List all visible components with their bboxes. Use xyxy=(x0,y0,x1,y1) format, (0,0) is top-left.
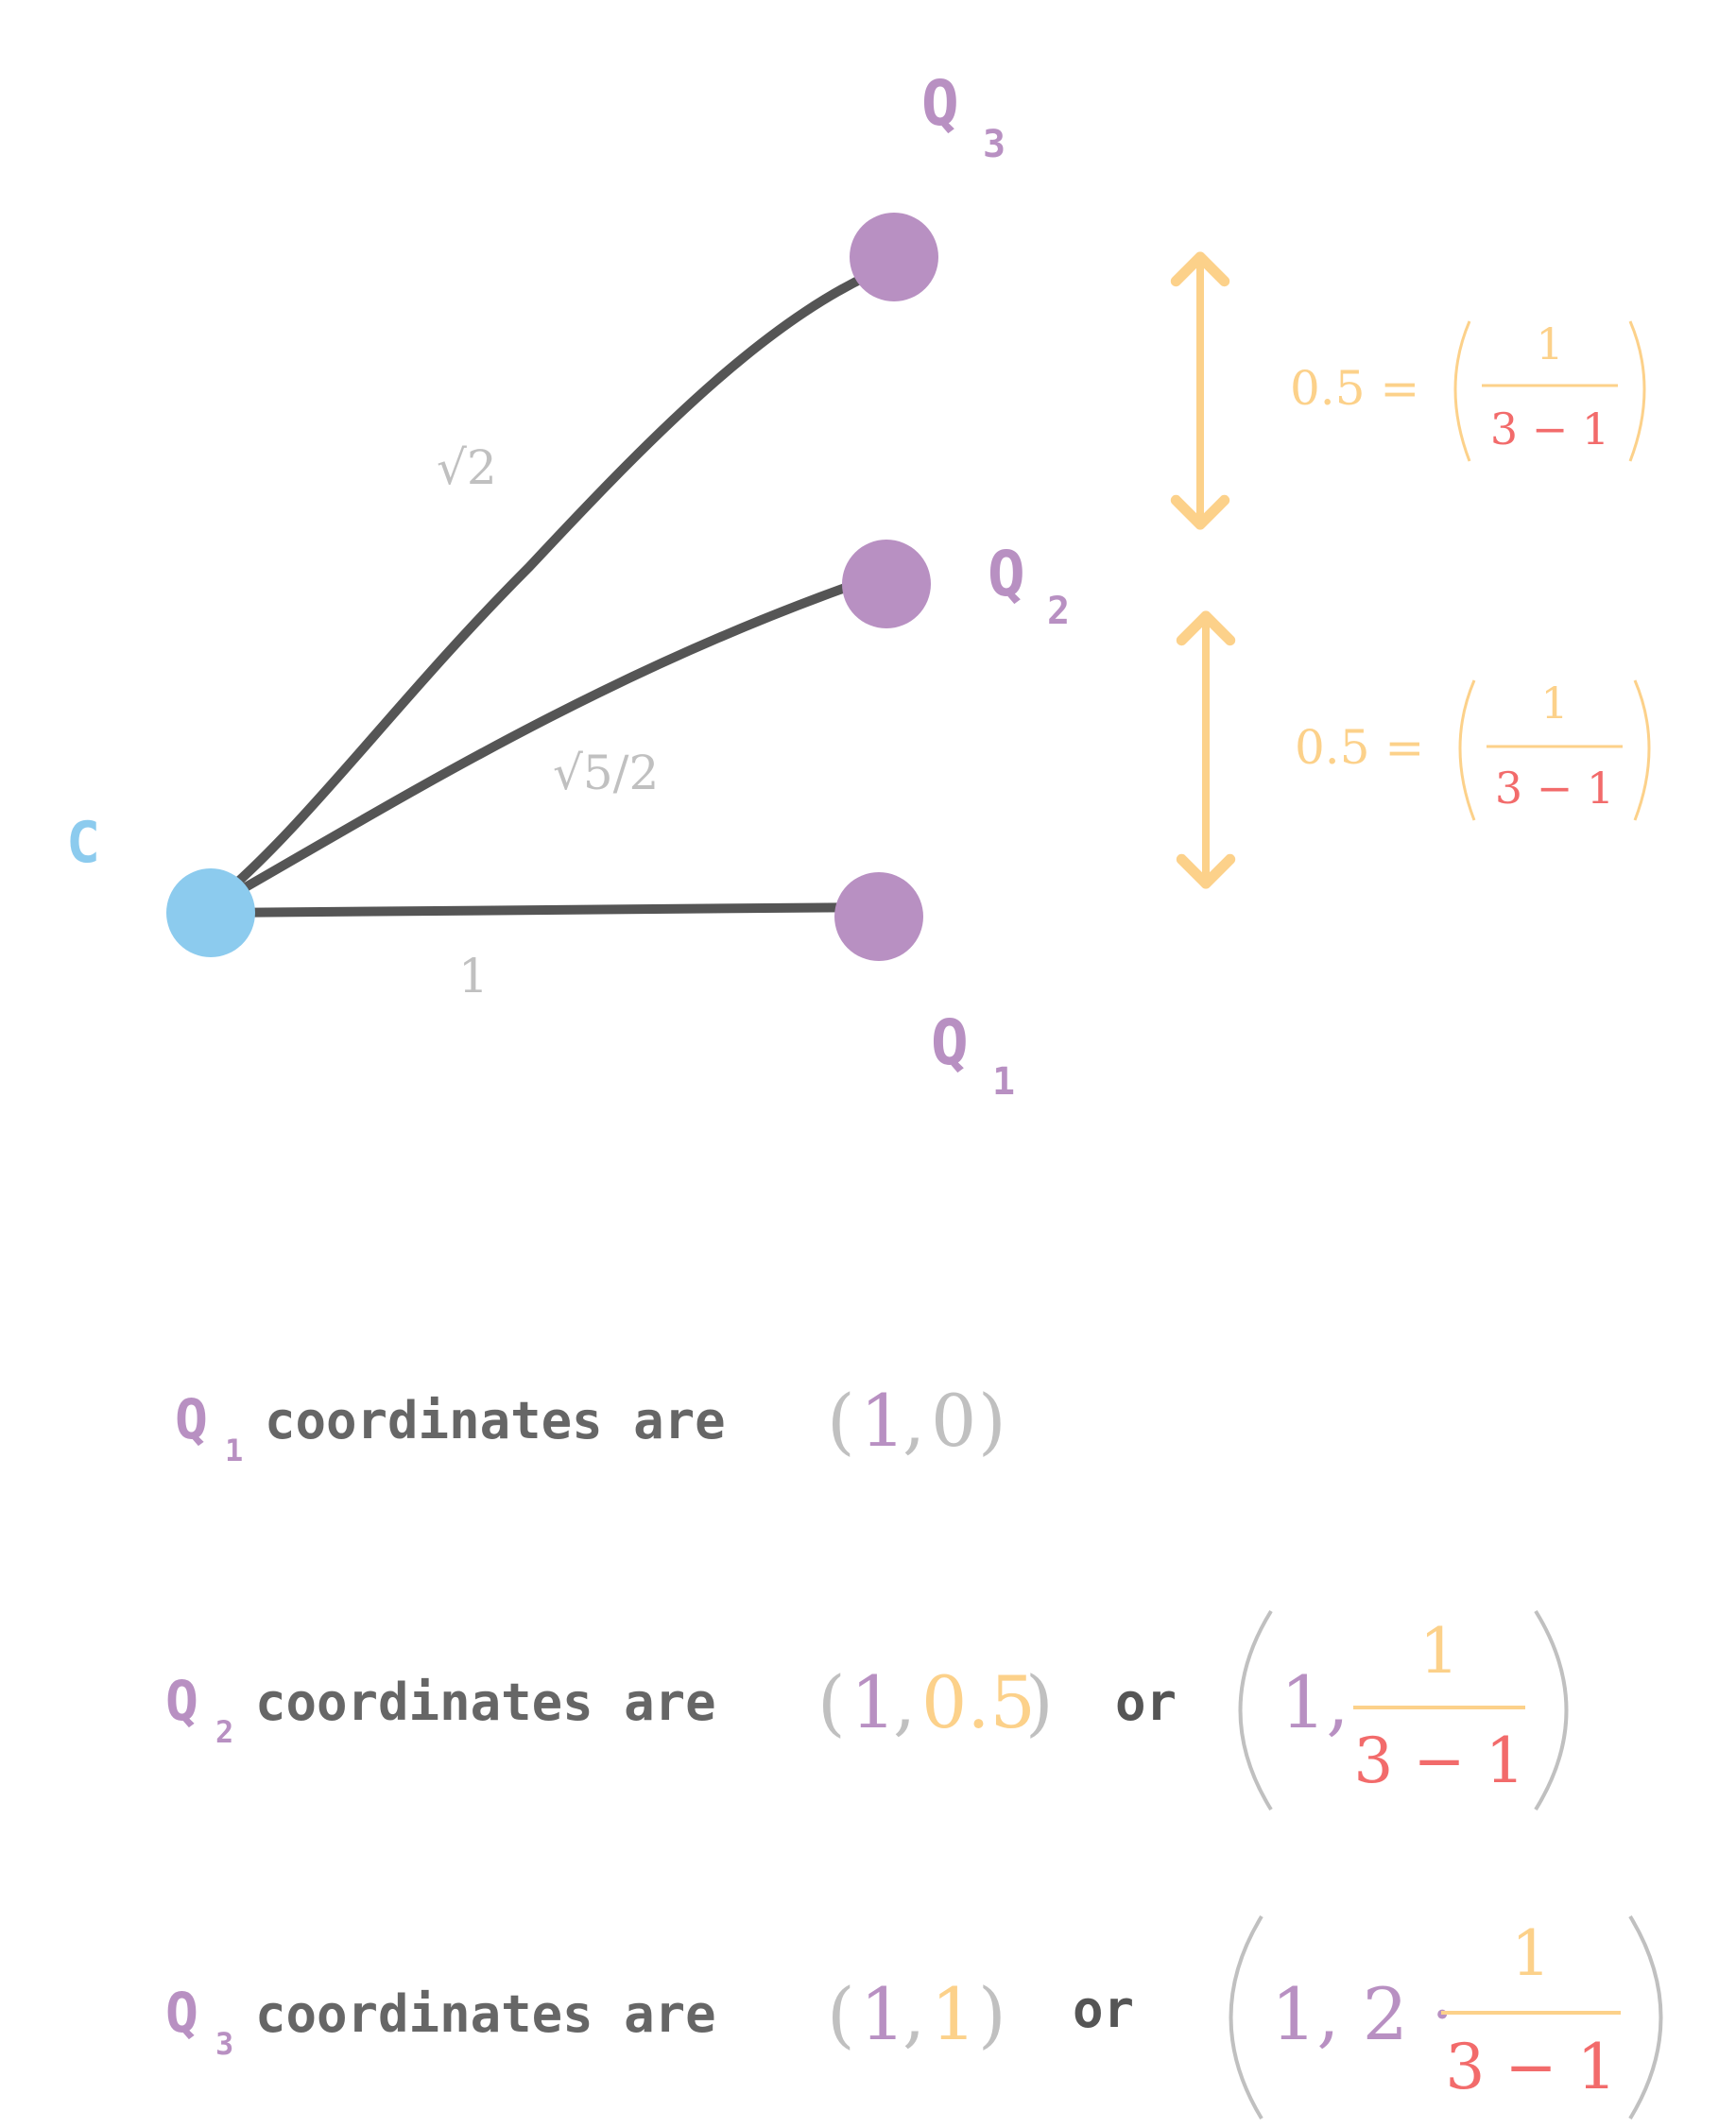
svg-text:1: 1 xyxy=(860,1379,905,1463)
svg-text:coordinates are: coordinates are xyxy=(255,1673,716,1732)
svg-text:coordinates are: coordinates are xyxy=(265,1391,726,1450)
svg-text:0.5 =: 0.5 = xyxy=(1295,720,1424,775)
svg-text:1: 1 xyxy=(1419,1615,1459,1688)
svg-text:0: 0 xyxy=(931,1379,976,1463)
edge-c-q3 xyxy=(206,260,898,910)
svg-text:3 − 1: 3 − 1 xyxy=(1490,403,1609,455)
svg-text:Q: Q xyxy=(175,1387,208,1451)
edge-c-q2 xyxy=(206,581,855,912)
svg-text:or: or xyxy=(1073,1980,1134,2039)
svg-text:2: 2 xyxy=(1047,590,1070,633)
svg-text:3 − 1: 3 − 1 xyxy=(1353,1725,1524,1797)
node-q2 xyxy=(842,540,931,628)
svg-text:coordinates are: coordinates are xyxy=(255,1984,716,2044)
svg-text:0.5: 0.5 xyxy=(921,1660,1036,1744)
svg-text:3: 3 xyxy=(215,2026,233,2062)
label-q3: Q 3 xyxy=(921,67,1006,166)
svg-text:Q: Q xyxy=(165,1981,198,2045)
spacing-formula-lower: 0.5 = 1 3 − 1 xyxy=(1295,678,1651,821)
svg-text:1: 1 xyxy=(1511,1917,1551,1990)
label-c: C xyxy=(66,810,100,876)
svg-text:1, 2 ·: 1, 2 · xyxy=(1271,1972,1453,2056)
svg-text:Q: Q xyxy=(988,538,1025,610)
svg-text:,: , xyxy=(902,1379,925,1463)
statement-q2: Q 2 coordinates are ( 1 , 0.5 ) or 1, 1 … xyxy=(165,1609,1569,1811)
svg-text:3: 3 xyxy=(983,123,1006,166)
label-q1: Q 1 xyxy=(931,1006,1015,1104)
svg-text:2: 2 xyxy=(215,1714,233,1750)
svg-text:1: 1 xyxy=(992,1060,1015,1104)
svg-text:(: ( xyxy=(817,1660,846,1744)
edge-label-q2: √5/2 xyxy=(553,746,659,800)
edge-label-q1: 1 xyxy=(458,949,489,1004)
label-q2: Q 2 xyxy=(988,538,1070,633)
svg-text:3 − 1: 3 − 1 xyxy=(1495,763,1614,814)
svg-text:): ) xyxy=(978,1972,1006,2056)
svg-text:0.5 =: 0.5 = xyxy=(1290,361,1419,416)
svg-text:1: 1 xyxy=(851,1660,896,1744)
svg-text:): ) xyxy=(978,1379,1006,1463)
svg-text:1: 1 xyxy=(1536,318,1563,369)
svg-text:3 − 1: 3 − 1 xyxy=(1445,2031,1616,2103)
edge-c-q1 xyxy=(206,902,884,918)
node-q1 xyxy=(834,872,923,961)
node-c xyxy=(166,868,255,957)
node-q3 xyxy=(850,213,938,301)
svg-text:or: or xyxy=(1115,1673,1177,1732)
svg-text:): ) xyxy=(1025,1660,1054,1744)
svg-text:1: 1 xyxy=(225,1433,243,1468)
edge-label-q3: √2 xyxy=(437,440,497,495)
svg-text:1,: 1, xyxy=(1281,1660,1349,1744)
svg-text:,: , xyxy=(902,1972,925,2056)
statement-q3: Q 3 coordinates are ( 1 , 1 ) or 1, 2 · … xyxy=(165,1914,1663,2120)
svg-text:1: 1 xyxy=(931,1972,976,2056)
svg-text:,: , xyxy=(893,1660,916,1744)
svg-text:1: 1 xyxy=(860,1972,905,2056)
svg-text:Q: Q xyxy=(165,1669,198,1733)
svg-text:Q: Q xyxy=(931,1006,969,1079)
spacing-formula-upper: 0.5 = 1 3 − 1 xyxy=(1290,318,1646,462)
svg-text:(: ( xyxy=(827,1972,855,2056)
svg-text:1: 1 xyxy=(1540,678,1568,729)
svg-text:Q: Q xyxy=(921,67,959,140)
statement-q1: Q 1 coordinates are ( 1 , 0 ) xyxy=(175,1379,1006,1468)
svg-text:(: ( xyxy=(827,1379,855,1463)
